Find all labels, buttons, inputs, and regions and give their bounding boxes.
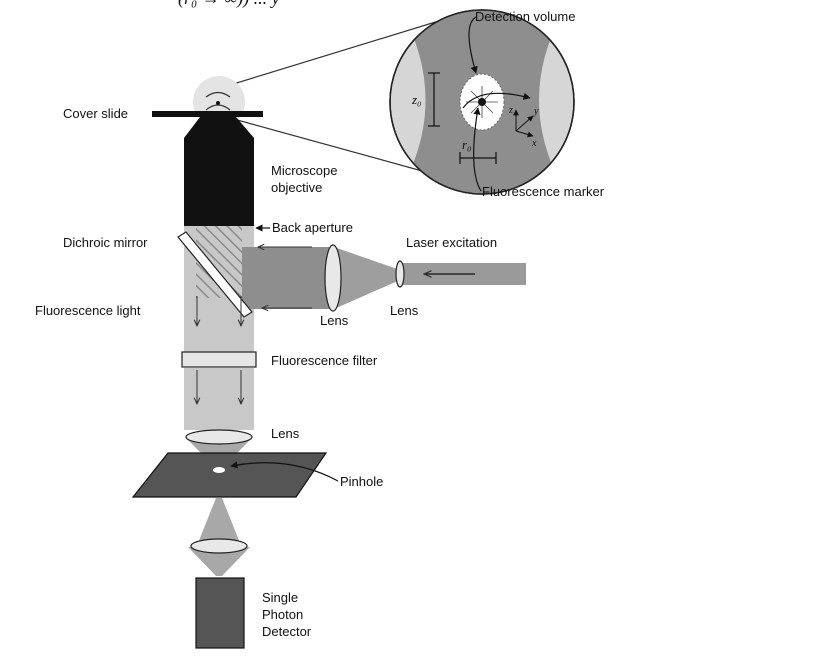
detector-label-line1: Single — [262, 590, 298, 605]
microscope-objective — [184, 117, 254, 226]
detector-label-line2: Photon — [262, 607, 303, 622]
fluorescence-filter-label: Fluorescence filter — [271, 353, 378, 368]
excitation-beam-wide — [242, 247, 334, 309]
motion-arrow — [462, 92, 531, 109]
back-aperture-label: Back aperture — [272, 220, 353, 235]
axis-z-label: z — [508, 105, 513, 116]
lens-left — [324, 244, 342, 312]
fluorescence-beam-below-filter — [184, 368, 254, 430]
dichroic-mirror-label: Dichroic mirror — [63, 235, 148, 250]
z0-label: z₀ — [411, 92, 422, 107]
zoom-line-bottom — [229, 117, 434, 175]
cover-slide — [152, 111, 263, 117]
excitation-beam-cone — [334, 247, 400, 309]
axis-x-label: x — [531, 138, 537, 149]
detector-cone — [198, 498, 240, 543]
dichroic-mirror — [177, 231, 253, 318]
single-photon-detector — [195, 577, 245, 649]
xyz-axes — [513, 109, 534, 138]
objective-label-line1: Microscope — [271, 163, 337, 178]
lens-left-label: Lens — [320, 313, 349, 328]
zoom-line-top — [229, 15, 456, 86]
objective-label-line2: objective — [271, 180, 322, 195]
top-formula-text: (r₀ → ∞)) ... y — [178, 0, 280, 9]
r0-label: r₀ — [462, 137, 472, 152]
pinhole-plate — [131, 452, 328, 498]
fluorescence-filter — [181, 351, 257, 368]
fluorescence-marker-dot — [478, 98, 486, 106]
detection-volume-label: Detection volume — [475, 9, 575, 24]
lens-right-label: Lens — [390, 303, 419, 318]
detector-label-line3: Detector — [262, 624, 312, 639]
fluorescence-marker-pointer — [473, 107, 482, 192]
lens-bottom — [185, 429, 253, 445]
detection-zoom-circle: z₀ r₀ z y x — [389, 9, 575, 195]
lens-right — [395, 260, 405, 288]
pinhole-label: Pinhole — [340, 474, 383, 489]
cover-slide-label: Cover slide — [63, 106, 128, 121]
detector-focus-cone — [188, 547, 250, 576]
r0-bracket — [459, 152, 497, 164]
detection-volume-pointer — [468, 16, 478, 74]
lens-bottom-label: Lens — [271, 426, 300, 441]
axis-y-label: y — [533, 106, 539, 117]
detector-lens — [190, 538, 248, 554]
fluorescence-light-label: Fluorescence light — [35, 303, 141, 318]
fluorescence-marker-label: Fluorescence marker — [482, 184, 605, 199]
pinhole — [213, 467, 225, 473]
laser-excitation-label: Laser excitation — [406, 235, 497, 250]
fluorescence-beam-lower — [184, 318, 254, 352]
pinhole-pointer — [230, 461, 339, 482]
z0-bracket — [428, 72, 440, 127]
